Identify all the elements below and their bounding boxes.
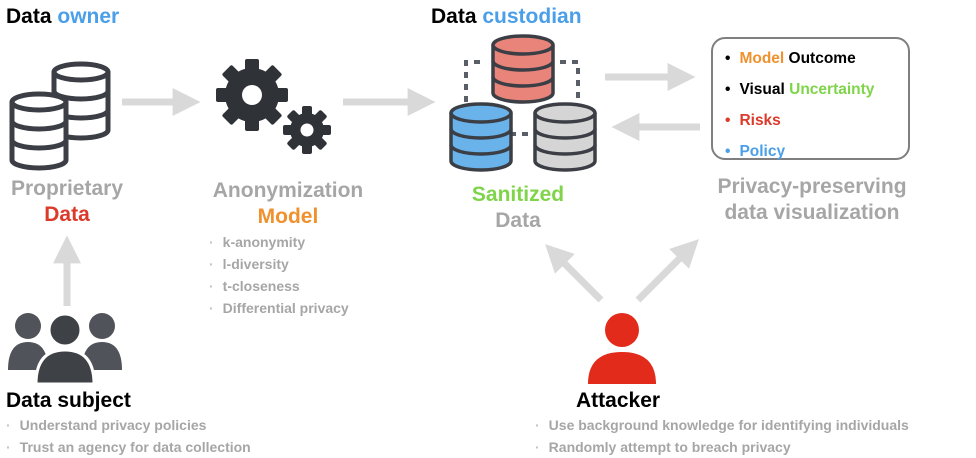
data-owner-word2: owner <box>57 5 120 28</box>
list-item: ·Use background knowledge for identifyin… <box>535 417 909 433</box>
attacker-title: Attacker <box>576 389 661 412</box>
people-group-icon <box>8 312 122 386</box>
anonymization-line2: Model <box>257 205 319 228</box>
gears-icon <box>216 59 331 154</box>
anonymization-line1: Anonymization <box>212 179 364 202</box>
visualization-components-box: •Model Outcome •Visual Uncertainty •Risk… <box>711 37 910 160</box>
data-custodian-word2: custodian <box>482 5 582 28</box>
proprietary-data-label: Proprietary Data <box>0 176 134 228</box>
proprietary-line1: Proprietary <box>10 177 124 200</box>
sanitized-line2: Data <box>495 209 541 232</box>
anonymization-methods-list: ·k-anonymity ·l-diversity ·t-closeness ·… <box>209 231 349 319</box>
sanitized-data-label: Sanitized Data <box>455 182 581 234</box>
arrow-attacker-to-viz <box>635 239 699 303</box>
list-item: •Model Outcome <box>725 50 856 67</box>
anonymization-model-label: Anonymization Model <box>190 178 386 230</box>
list-item: ·Differential privacy <box>209 300 349 316</box>
proprietary-line2: Data <box>44 203 90 226</box>
visualization-components-list: •Model Outcome •Visual Uncertainty •Risk… <box>725 43 874 167</box>
data-subject-list: ·Understand privacy policies ·Trust an a… <box>6 414 251 458</box>
ppdv-line1: Privacy-preserving <box>717 175 907 198</box>
data-owner-heading: Data owner <box>6 5 119 29</box>
ppdv-line2: data visualization <box>724 201 900 224</box>
arrow-attacker-to-data <box>545 244 604 303</box>
list-item: ·Randomly attempt to breach privacy <box>535 439 791 455</box>
database-pair-icon <box>9 61 111 171</box>
data-custodian-heading: Data custodian <box>431 5 582 29</box>
attacker-list: ·Use background knowledge for identifyin… <box>535 414 909 458</box>
data-subject-title: Data subject <box>6 389 131 412</box>
list-item: ·l-diversity <box>209 256 289 272</box>
data-owner-word1: Data <box>6 5 52 28</box>
data-custodian-word1: Data <box>431 5 477 28</box>
privacy-visualization-label: Privacy-preserving data visualization <box>692 174 932 226</box>
list-item: ·Understand privacy policies <box>6 417 207 433</box>
attacker-icon <box>588 313 656 384</box>
list-item: •Risks <box>725 112 781 129</box>
list-item: ·k-anonymity <box>209 234 306 250</box>
list-item: •Visual Uncertainty <box>725 81 875 98</box>
sanitized-line1: Sanitized <box>471 183 565 206</box>
database-network-icon <box>449 34 597 172</box>
list-item: ·t-closeness <box>209 278 300 294</box>
list-item: •Policy <box>725 143 786 160</box>
list-item: ·Trust an agency for data collection <box>6 439 251 455</box>
